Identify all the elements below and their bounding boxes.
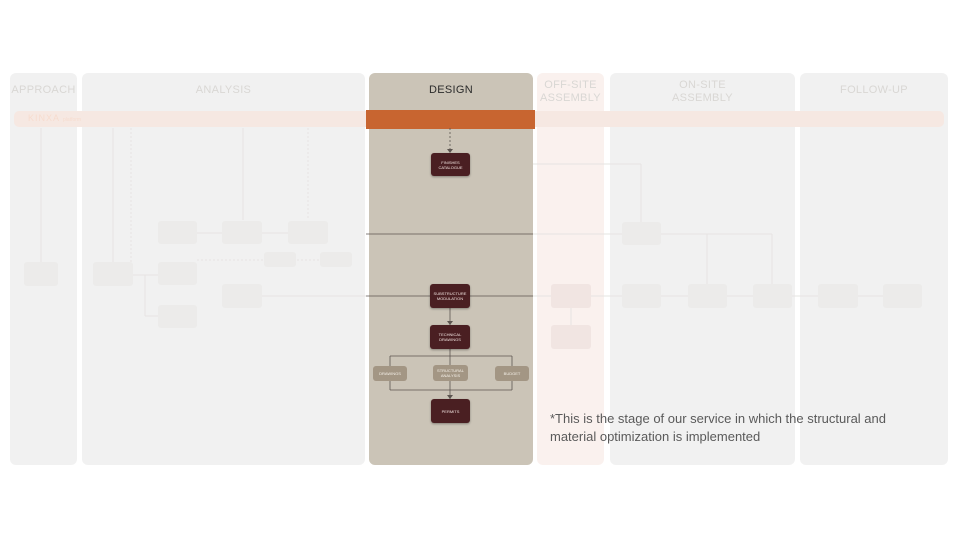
column-followup: FOLLOW-UP <box>800 73 948 465</box>
onsite-box-2 <box>622 284 661 308</box>
permits-box: PERMITS <box>431 399 470 423</box>
column-analysis-title: ANALYSIS <box>195 84 252 96</box>
column-offsite-title: OFF-SITE <box>544 79 597 91</box>
followup-box-2 <box>883 284 922 308</box>
drawings-label: DRAWINGS <box>379 371 401 376</box>
column-followup-title: FOLLOW-UP <box>840 84 908 96</box>
column-design-title: DESIGN <box>429 84 473 96</box>
analysis-box-7 <box>222 284 262 308</box>
analysis-box-3 <box>222 221 262 244</box>
column-approach-title: APPROACH <box>11 84 76 96</box>
analysis-box-4 <box>288 221 328 244</box>
platform-band-active <box>366 110 535 129</box>
budget-label: BUDGET <box>503 371 521 376</box>
analysis-box-5 <box>158 262 197 285</box>
column-offsite-title-2: ASSEMBLY <box>540 92 601 104</box>
brand-name: KINXA <box>28 113 61 123</box>
technical-drawings-box: TECHNICAL DRAWINGS <box>430 325 470 349</box>
column-onsite-title: ON-SITE <box>679 79 726 91</box>
column-onsite-title-2: ASSEMBLY <box>672 92 733 104</box>
offsite-box-2 <box>551 325 591 349</box>
brand-sub: platform <box>63 117 82 123</box>
analysis-box-9 <box>320 252 352 267</box>
technical-drawings-label: TECHNICAL DRAWINGS <box>438 332 462 342</box>
substructure-modulation-label: SUBSTRUCTURE MODULATION <box>433 291 467 301</box>
onsite-box-1 <box>622 222 661 245</box>
footnote: *This is the stage of our service in whi… <box>550 411 886 444</box>
permits-label: PERMITS <box>441 408 460 414</box>
substructure-modulation-box: SUBSTRUCTURE MODULATION <box>430 284 470 308</box>
analysis-box-1 <box>93 262 133 286</box>
drawings-box: DRAWINGS <box>373 366 407 381</box>
finishes-catalogue-label: FINISHES CATALOGUE <box>438 159 463 170</box>
column-onsite: ON-SITE ASSEMBLY <box>610 73 795 465</box>
budget-box: BUDGET <box>495 366 529 381</box>
column-offsite: OFF-SITE ASSEMBLY <box>537 73 604 465</box>
onsite-box-4 <box>753 284 792 308</box>
onsite-box-3 <box>688 284 727 308</box>
structural-analysis-label: STRUCTURAL ANALYSIS <box>437 368 464 378</box>
offsite-box-1 <box>551 284 591 308</box>
analysis-box-2 <box>158 221 197 244</box>
analysis-box-8 <box>264 252 296 267</box>
finishes-catalogue-box: FINISHES CATALOGUE <box>431 153 470 176</box>
structural-analysis-box: STRUCTURAL ANALYSIS <box>433 365 468 381</box>
followup-box-1 <box>818 284 858 308</box>
approach-box <box>24 262 58 286</box>
analysis-box-6 <box>158 305 197 328</box>
